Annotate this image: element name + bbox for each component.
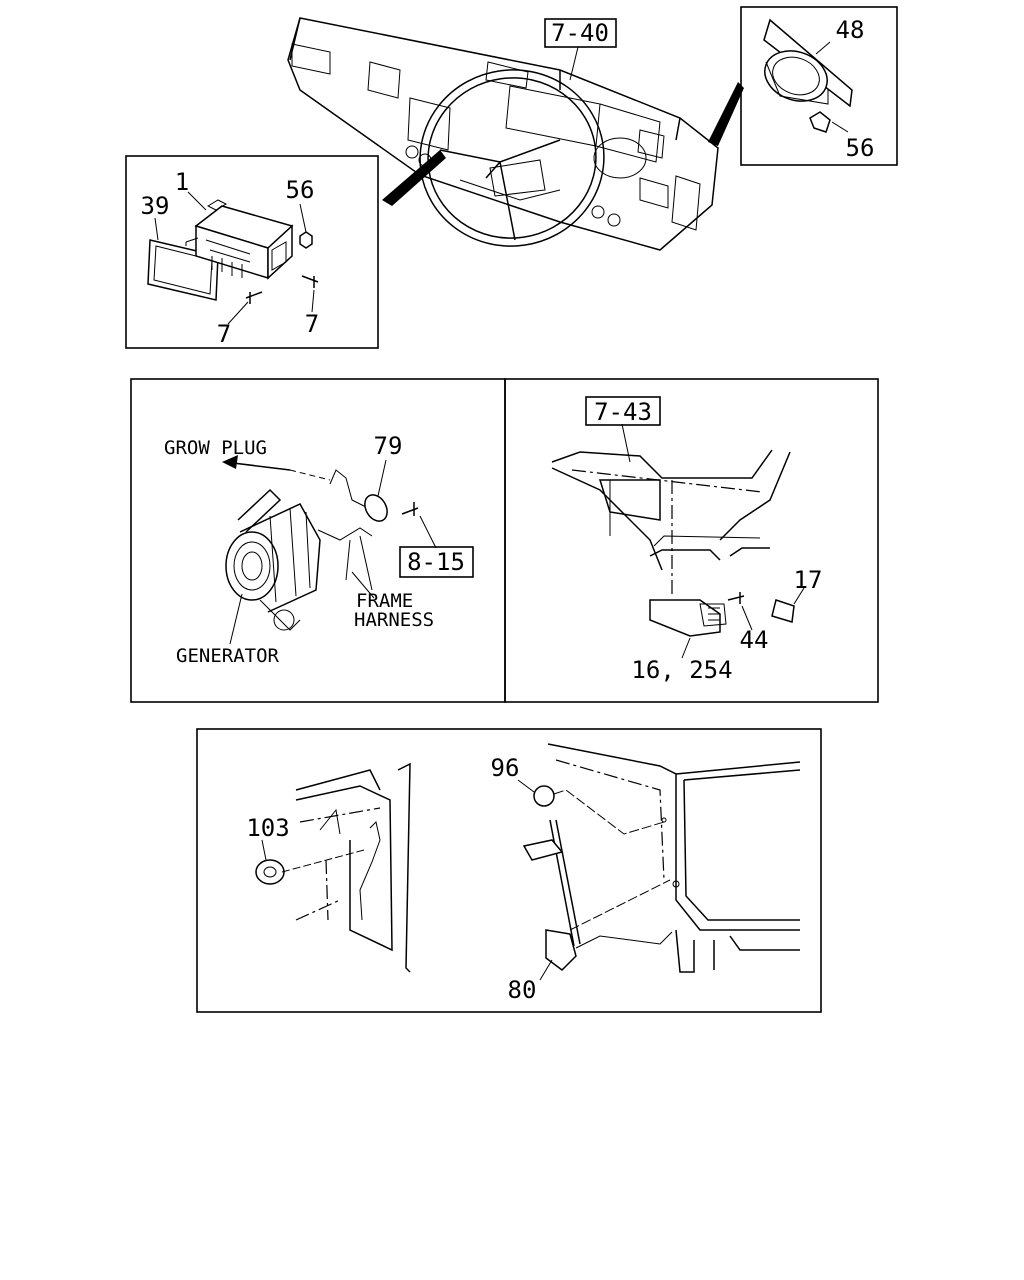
label-39: 39: [141, 192, 170, 220]
reference-7-40: 7-40: [551, 19, 609, 47]
callout-grow-plug: GROW PLUG: [164, 437, 267, 459]
label-7-left: 7: [217, 320, 231, 348]
pointer-arrow-right: [708, 82, 744, 146]
label-48: 48: [836, 16, 865, 44]
radio-unit-panel: 1 39 56 7 7: [125, 155, 379, 349]
pointer-arrow-left: [382, 150, 446, 206]
callout-generator: GENERATOR: [176, 645, 280, 667]
label-1: 1: [175, 168, 189, 196]
label-79: 79: [374, 432, 403, 460]
generator-panel: 8-15 79 GROW PLUG FRAME HARNESS GENERATO…: [130, 378, 506, 703]
ceiling-unit-panel: 7-43 17 44 16, 254: [504, 378, 879, 703]
speaker-panel: 48 56: [740, 6, 898, 166]
label-96: 96: [491, 754, 520, 782]
label-17: 17: [794, 566, 823, 594]
label-56: 56: [286, 176, 315, 204]
callout-frame: FRAME: [356, 590, 413, 612]
label-56-speaker: 56: [846, 134, 875, 162]
reference-7-43: 7-43: [594, 398, 652, 426]
reference-8-15: 8-15: [407, 548, 465, 576]
antenna-panel: 103 96 80: [196, 728, 822, 1013]
label-44: 44: [740, 626, 769, 654]
reference-7-40-box: 7-40: [544, 18, 617, 48]
label-7-right: 7: [305, 310, 319, 338]
label-103: 103: [246, 814, 289, 842]
label-16-254: 16, 254: [631, 656, 732, 684]
dashboard-illustration: [287, 17, 719, 251]
label-80: 80: [508, 976, 537, 1004]
callout-harness: HARNESS: [354, 609, 434, 631]
